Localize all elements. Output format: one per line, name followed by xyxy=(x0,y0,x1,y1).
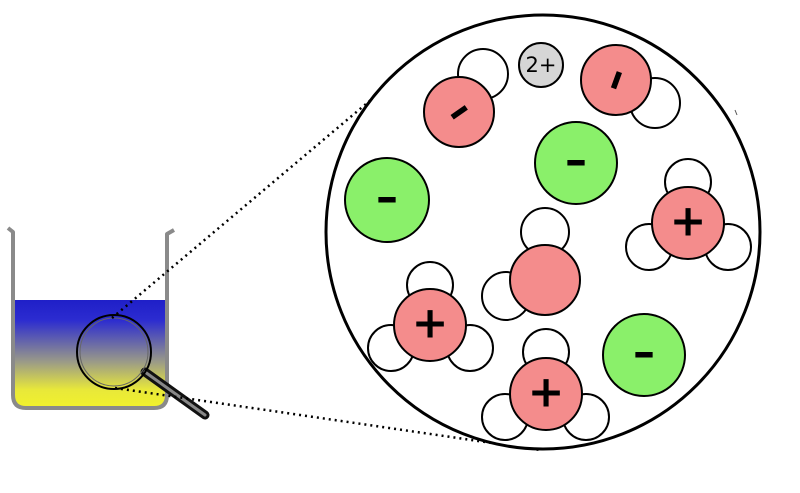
anion: – xyxy=(534,121,618,205)
cation-sign-label: + xyxy=(412,298,449,349)
anion: – xyxy=(344,157,430,243)
anion-sign-label: – xyxy=(565,135,587,186)
hydroxide-ion: – xyxy=(423,48,509,148)
anion-sign-label: – xyxy=(376,172,398,223)
solution-liquid xyxy=(13,300,167,408)
cation-sign-label: + xyxy=(670,196,707,247)
metal-ion-charge-label: 2+ xyxy=(526,53,557,77)
hydroxide-ion: – xyxy=(580,44,681,129)
zoom-circle-tick xyxy=(734,109,738,116)
zoom-lines xyxy=(111,81,541,452)
magnifying-glass-icon xyxy=(76,314,210,420)
hydronium-ion: + xyxy=(625,158,752,271)
metal-ion: 2+ xyxy=(518,42,564,88)
beaker xyxy=(6,226,175,410)
hydronium-ion: + xyxy=(481,328,610,441)
water-molecule xyxy=(481,207,581,321)
anion: – xyxy=(602,313,686,397)
anion-sign-label: – xyxy=(633,327,655,378)
hydronium-ion: + xyxy=(367,261,494,372)
cation-sign-label: + xyxy=(528,367,565,418)
beaker-outline xyxy=(6,226,175,410)
